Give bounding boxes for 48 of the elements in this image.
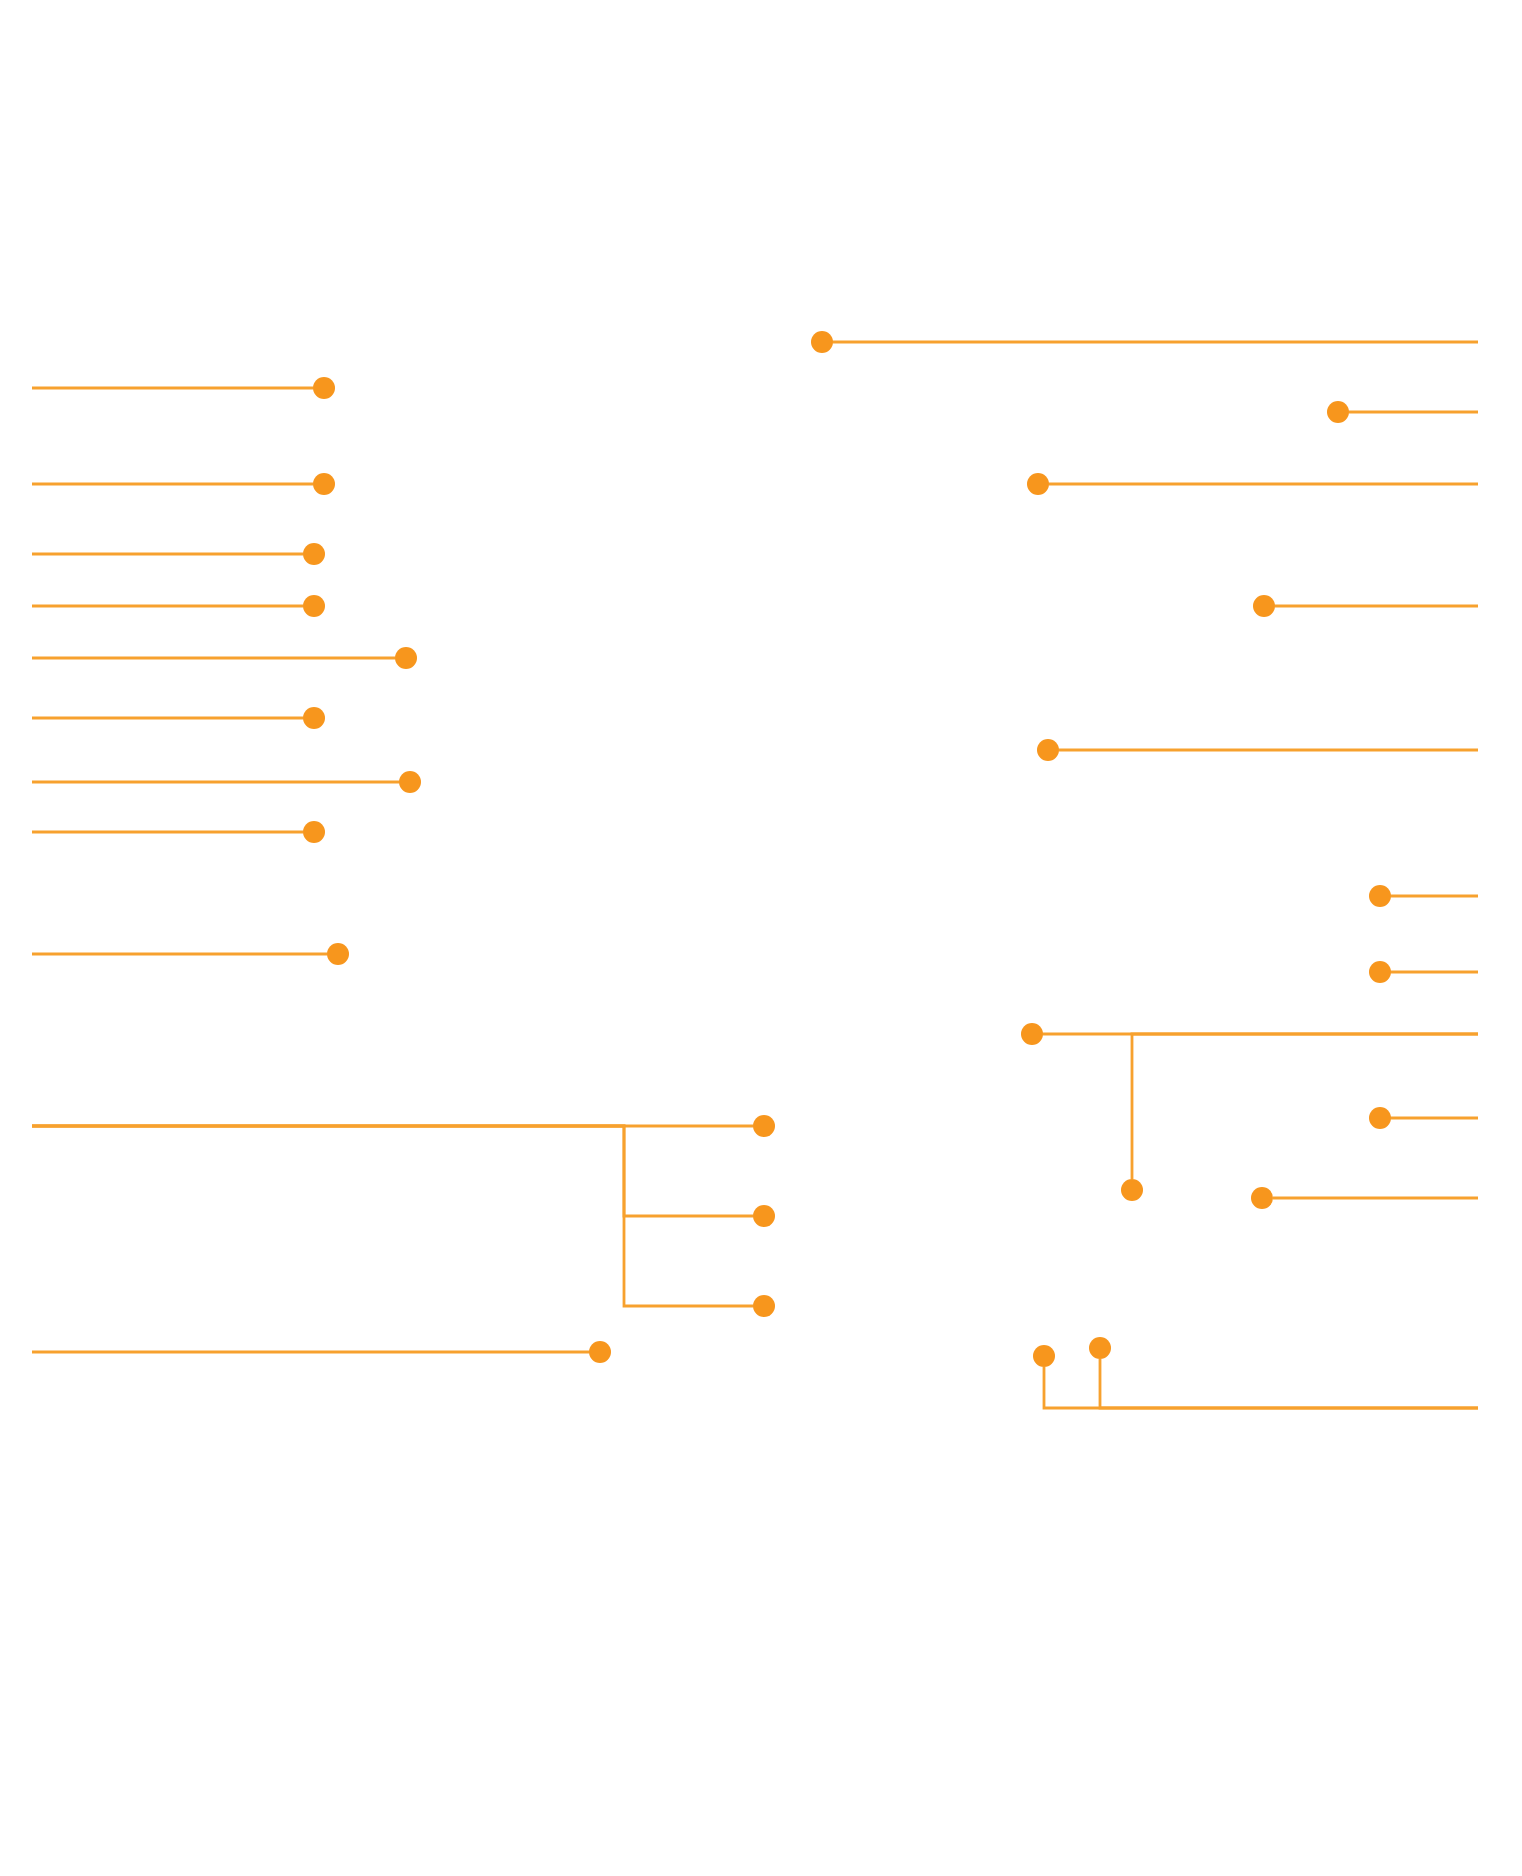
leader-line: [1391, 894, 1478, 898]
leader-line: [32, 1350, 589, 1354]
leader-line: [1349, 410, 1478, 414]
leader-line: [32, 656, 395, 660]
leader-dot: [1369, 961, 1391, 983]
leader-dot: [1037, 739, 1059, 761]
leader-line: [833, 340, 1478, 344]
leader-dot: [303, 821, 325, 843]
leader-line: [32, 386, 313, 390]
leader-line: [32, 1124, 753, 1308]
leader-dot: [1089, 1337, 1111, 1359]
leader-line: [1391, 1116, 1478, 1120]
leader-dot: [589, 1341, 611, 1363]
leader-dot: [399, 771, 421, 793]
leader-dot: [303, 543, 325, 565]
leader-dot: [303, 595, 325, 617]
leader-dot: [1121, 1179, 1143, 1201]
leader-dot: [313, 377, 335, 399]
leader-line: [32, 952, 327, 956]
leader-dot: [1253, 595, 1275, 617]
leader-dot: [395, 647, 417, 669]
leader-dot: [1369, 885, 1391, 907]
leader-dot: [811, 331, 833, 353]
leader-dot: [1327, 401, 1349, 423]
leader-dot: [327, 943, 349, 965]
leader-dot: [1027, 473, 1049, 495]
leader-line: [32, 830, 303, 834]
leader-dot: [753, 1295, 775, 1317]
leader-dot: [1033, 1345, 1055, 1367]
leader-dot: [1251, 1187, 1273, 1209]
leader-line: [1049, 482, 1478, 486]
leader-line: [32, 716, 303, 720]
leader-line: [1130, 1032, 1478, 1179]
leader-line: [1098, 1359, 1478, 1410]
leader-line: [1275, 604, 1478, 608]
leader-dot: [753, 1115, 775, 1137]
leader-line: [1059, 748, 1478, 752]
leader-line: [1391, 970, 1478, 974]
leader-dot: [753, 1205, 775, 1227]
leader-line: [32, 552, 303, 556]
leader-dot: [1369, 1107, 1391, 1129]
leader-line: [1273, 1196, 1478, 1200]
leader-dot: [313, 473, 335, 495]
leader-line: [32, 604, 303, 608]
leader-dot: [303, 707, 325, 729]
leader-dot: [1021, 1023, 1043, 1045]
leader-line: [32, 780, 399, 784]
leader-line: [32, 482, 313, 486]
